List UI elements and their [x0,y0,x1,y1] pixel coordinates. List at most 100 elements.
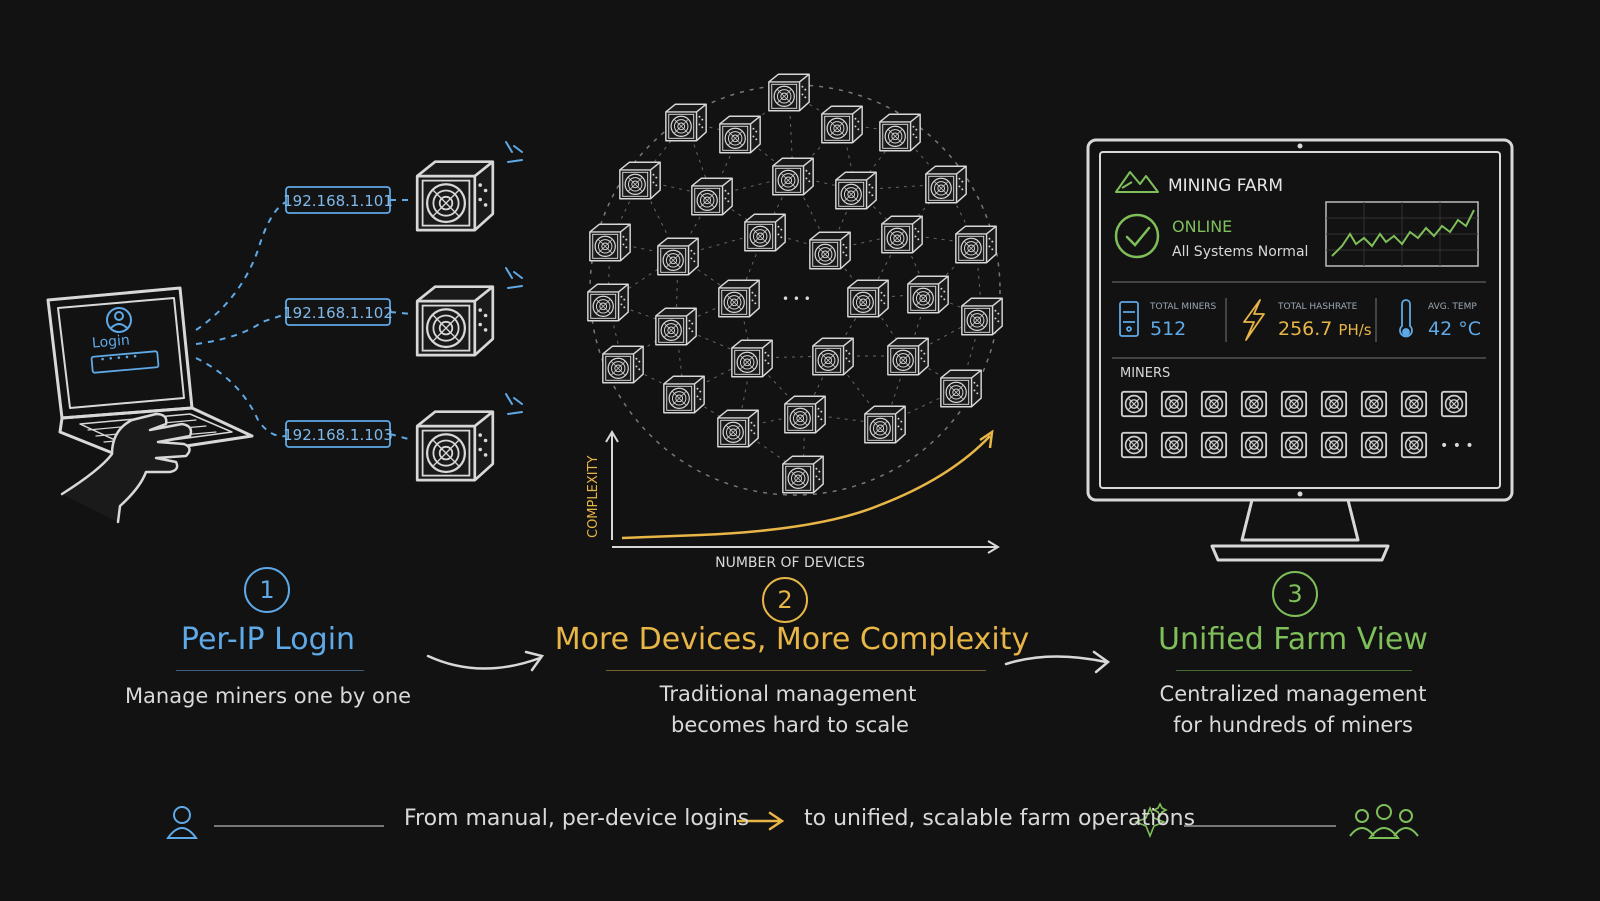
step-3-underline [1176,670,1412,671]
miner-icon [657,237,699,276]
footer-right-text: to unified, scalable farm operations [804,806,1196,831]
x-axis-label: NUMBER OF DEVICES [715,555,865,571]
mesh-link [804,413,886,425]
complexity-curve-arrowhead [979,429,994,449]
complexity-chart: COMPLEXITY NUMBER OF DEVICES [586,429,1000,571]
divider [1112,281,1486,359]
team-icon [1349,804,1419,839]
miner-tile-icon [1280,431,1308,459]
mesh-link [607,255,679,303]
miner-tile-icon [1160,431,1188,459]
miner-icon [663,375,705,414]
svg-text:192.168.1.102: 192.168.1.102 [283,304,393,322]
step-1-number: 1 [244,567,290,613]
miner-tile-icon [1360,431,1388,459]
miner-icon [718,279,760,318]
lightning-icon [1243,299,1265,341]
temp-value: 42 °C [1428,318,1481,340]
step-1-underline [176,670,364,671]
miner-icon [879,113,921,152]
miner-icon [864,405,906,444]
dashboard: MINING FARM ONLINE All Systems Normal TO… [1112,171,1486,459]
dashboard-title: MINING FARM [1168,176,1283,196]
miner-icon [772,157,814,196]
arrow-step2-to-step3 [1004,650,1111,674]
device-cloud [587,73,1003,494]
miner-icon [717,409,759,448]
mesh-link [832,355,886,425]
mesh-link [884,387,962,425]
mesh-link [675,325,753,359]
login-label: Login [91,332,131,352]
ip-box-3: 192.168.1.103 [283,420,393,448]
miner-tile-icon [1240,431,1268,459]
sparkle-icon [1133,802,1168,839]
step-3-subtitle-line2: for hundreds of miners [1173,713,1413,737]
miner-icon [887,337,929,376]
miner-icon [940,369,982,408]
footer-arrow-icon [736,811,785,831]
complexity-curve [621,435,991,540]
hashrate-sparkline [1331,209,1475,257]
miner-icon [587,283,629,322]
online-check-icon [1114,213,1160,259]
password-field [90,350,160,374]
miner-icon-3 [415,410,495,482]
svg-text:192.168.1.103: 192.168.1.103 [283,426,393,444]
miner-tile-icon [1320,390,1348,418]
miner-tile-icon [1160,390,1188,418]
miner-icon [821,105,863,144]
miner-tile-icon [1120,431,1148,459]
mesh-link [788,91,794,177]
mesh-link [907,315,983,357]
miner-icon [768,73,810,112]
hashrate-label: TOTAL HASHRATE [1277,302,1358,312]
svg-text:192.168.1.101: 192.168.1.101 [283,192,393,210]
single-user-icon [166,806,198,839]
miner-icon [812,337,854,376]
arrow-step1-to-step2 [426,650,545,672]
check-mark [1125,226,1151,247]
miner-icon [619,161,661,200]
miner-icon [589,223,631,262]
footer-left-text: From manual, per-device logins [404,806,750,831]
miner-tile-icon [1120,390,1148,418]
step-2-subtitle-line1: Traditional management [659,682,917,706]
server-rack-icon [1119,301,1139,337]
miner-icon [784,395,826,434]
temp-label: AVG. TEMP [1428,302,1477,312]
status-text: ONLINE [1172,217,1232,236]
step-1-title: Per-IP Login [180,622,356,657]
miner-icon [665,103,707,142]
step-2-title: More Devices, More Complexity [554,622,1030,657]
mesh-link [792,175,831,251]
miner-tile-icon [1360,390,1388,418]
miner-tile-icon [1440,390,1468,418]
step-1-subtitle: Manage miners one by one [124,684,412,708]
y-axis [605,430,619,540]
miner-tile-icon [1240,390,1268,418]
miner-tile-icon [1400,431,1428,459]
miner-icon [955,225,997,264]
miner-icon [881,215,923,254]
step-2-number: 2 [762,577,808,623]
device-cloud-ellipsis: • • • [782,292,811,306]
miner-icon [847,279,889,318]
miner-icon [719,115,761,154]
miner-icon [655,307,697,346]
step-3-number: 3 [1272,571,1318,617]
miner-icon-1 [415,160,495,232]
ip-box-1: 192.168.1.101 [283,186,393,214]
miner-tile-icon [1320,431,1348,459]
miner-icon [602,345,644,384]
step-3-subtitle-line1: Centralized management [1159,682,1427,706]
step-3-title: Unified Farm View [1158,622,1428,657]
signal-marks [505,141,523,415]
miners-more: • • • [1440,438,1474,454]
miner-icon [809,231,851,270]
ip-box-2: 192.168.1.102 [283,298,393,326]
miner-icon [782,455,824,494]
status-detail: All Systems Normal [1172,244,1308,260]
